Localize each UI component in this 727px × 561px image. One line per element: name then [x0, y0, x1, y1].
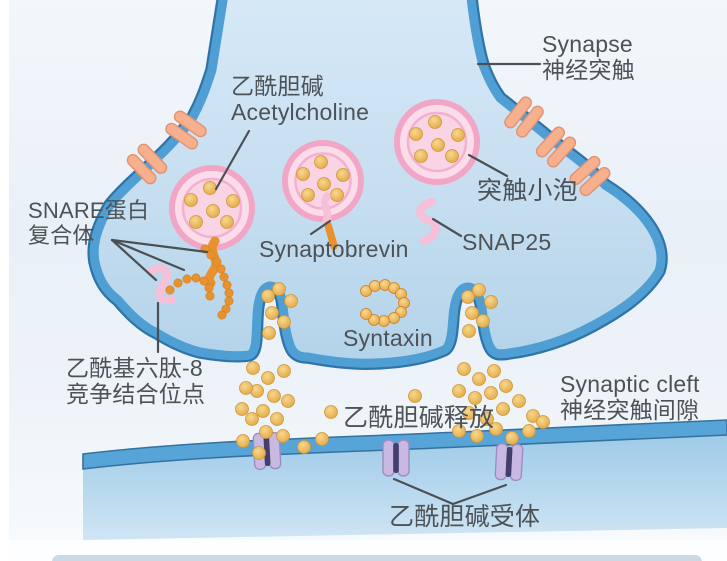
leader-lines	[110, 62, 542, 506]
snare-orange-protein	[204, 236, 221, 288]
synaptobrevin-label-text: Synaptobrevin	[259, 236, 409, 262]
ach-receptor	[382, 439, 410, 477]
presynaptic-membrane	[89, 0, 666, 368]
syntaxin-label: Syntaxin	[343, 325, 433, 352]
snare-leader-line	[110, 238, 209, 254]
synaptic-vesicles	[169, 99, 480, 251]
snare-leader-line	[110, 238, 186, 272]
acetylcholine-leader-line	[214, 129, 251, 191]
synaptic-vesicle	[169, 165, 255, 251]
acetylcholine-label: 乙酰胆碱 Acetylcholine	[231, 73, 370, 126]
receptor-label-text: 乙酰胆碱受体	[389, 503, 541, 531]
snap25-leader-line	[431, 217, 463, 238]
syntaxin-label-text: Syntaxin	[343, 325, 433, 351]
snap25-protein	[416, 198, 440, 245]
ahp8-binding-squiggle	[147, 264, 176, 305]
vesicle-leader-line	[467, 153, 509, 178]
cleft-label-cn: 神经突触间隙	[560, 396, 700, 423]
ach-release-label: 乙酰胆碱释放	[343, 404, 494, 432]
synaptobrevin-label: Synaptobrevin	[259, 236, 409, 263]
vesicle-label: 突触小泡	[477, 177, 578, 205]
cleft-label: Synaptic cleft 神经突触间隙	[560, 371, 700, 424]
snare-leader-line	[110, 238, 158, 282]
postsynaptic-cytoplasm	[83, 435, 727, 540]
synaptic-vesicle	[394, 99, 480, 185]
ahp8-label-line1: 乙酰基六肽-8	[66, 355, 203, 381]
receptor-label: 乙酰胆碱受体	[389, 503, 540, 531]
snare-label-line1: SNARE蛋白	[28, 198, 150, 223]
vesicle-label-cn: 突触小泡	[477, 177, 578, 205]
receptor-leader-line	[392, 477, 455, 506]
acetylcholine-label-cn: 乙酰胆碱	[231, 73, 324, 99]
synapse-label-cn: 神经突触	[542, 56, 635, 83]
ahp8-label-line2: 竞争结合位点	[66, 380, 206, 407]
synaptobrevin-leader-line	[309, 219, 332, 236]
synapse-label: Synapse 神经突触	[542, 31, 635, 84]
synapse-label-en: Synapse	[542, 31, 633, 57]
snap25-label-text: SNAP25	[462, 229, 552, 255]
presynaptic-terminal	[87, 0, 668, 370]
synaptobrevin-protein	[321, 192, 338, 250]
snare-label: SNARE蛋白 复合体	[28, 198, 150, 248]
left-margin	[0, 0, 9, 561]
ach-release-label-text: 乙酰胆碱释放	[343, 404, 495, 432]
receptor-leader-line	[451, 483, 508, 506]
bottom-strip	[52, 555, 702, 561]
snap25-label: SNAP25	[462, 229, 552, 256]
ahp8-label: 乙酰基六肽-8 竞争结合位点	[66, 355, 206, 408]
ach-receptor	[494, 442, 524, 482]
acetylcholine-label-en: Acetylcholine	[231, 98, 370, 125]
snare-complex	[147, 236, 234, 320]
snare-label-line2: 复合体	[28, 222, 95, 248]
cleft-label-en: Synaptic cleft	[560, 371, 700, 397]
